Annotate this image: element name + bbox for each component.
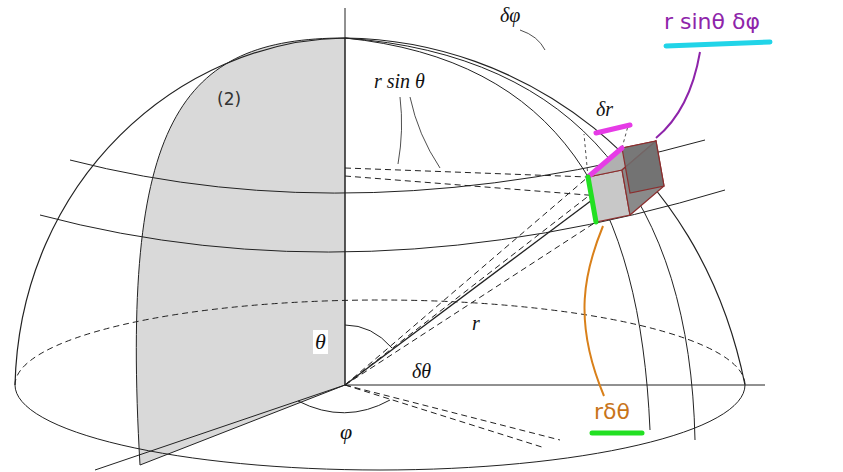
label-holder: r sinθ δφ: [662, 10, 762, 34]
radial-line: [345, 170, 622, 385]
meridian: [345, 38, 695, 440]
rsin-line: [345, 168, 588, 177]
label-holder: δr: [594, 98, 615, 120]
base-ellipse-back: [15, 300, 745, 385]
angle-label: θ: [313, 330, 328, 354]
x-axis: [95, 385, 345, 470]
highlight-mark: [588, 177, 596, 222]
base-ellipse-front: [15, 385, 745, 470]
label-holder: θ: [313, 330, 328, 354]
phi-ray: [345, 385, 560, 440]
label-holder: r sin θ: [372, 70, 427, 92]
y-axis: [345, 385, 765, 386]
highlight-mark: [666, 42, 770, 46]
dim-tick: [584, 134, 588, 177]
angle-label: φ: [338, 420, 354, 444]
radial-line: [345, 177, 588, 385]
dim-tick: [622, 126, 628, 148]
theta-arc: [345, 325, 392, 348]
leader-line: [410, 97, 440, 168]
phi-arc: [298, 400, 390, 413]
part-number: (2): [215, 90, 243, 109]
volume-face: [622, 141, 664, 215]
leader-line: [520, 30, 545, 50]
leader-line: [656, 52, 700, 138]
length-label: δr: [594, 98, 615, 120]
hemisphere-outline: [15, 38, 745, 385]
label-holder: δφ: [498, 4, 522, 26]
angle-label: δφ: [498, 4, 522, 26]
length-label: r sin θ: [372, 70, 427, 92]
label-holder: (2): [215, 90, 243, 109]
label-holder: rδθ: [592, 400, 632, 424]
r-line: [345, 200, 592, 385]
z-axis: [345, 8, 346, 385]
rsin-line: [345, 176, 600, 196]
highlight-mark: [596, 125, 630, 133]
leader-line: [584, 226, 604, 396]
annotation-label: r sinθ δφ: [662, 10, 762, 34]
leader-line: [398, 97, 402, 164]
highlight-mark: [592, 431, 642, 436]
meridian: [345, 38, 650, 430]
length-label: r: [470, 312, 482, 334]
volume-face: [622, 141, 664, 193]
phi-ray: [345, 385, 545, 448]
label-holder: δθ: [410, 360, 433, 382]
label-holder: φ: [338, 420, 354, 444]
angle-label: δθ: [410, 360, 433, 382]
highlight-mark: [588, 148, 622, 177]
label-holder: r: [470, 312, 482, 334]
annotation-label: rδθ: [592, 400, 632, 424]
radial-line: [345, 222, 596, 385]
